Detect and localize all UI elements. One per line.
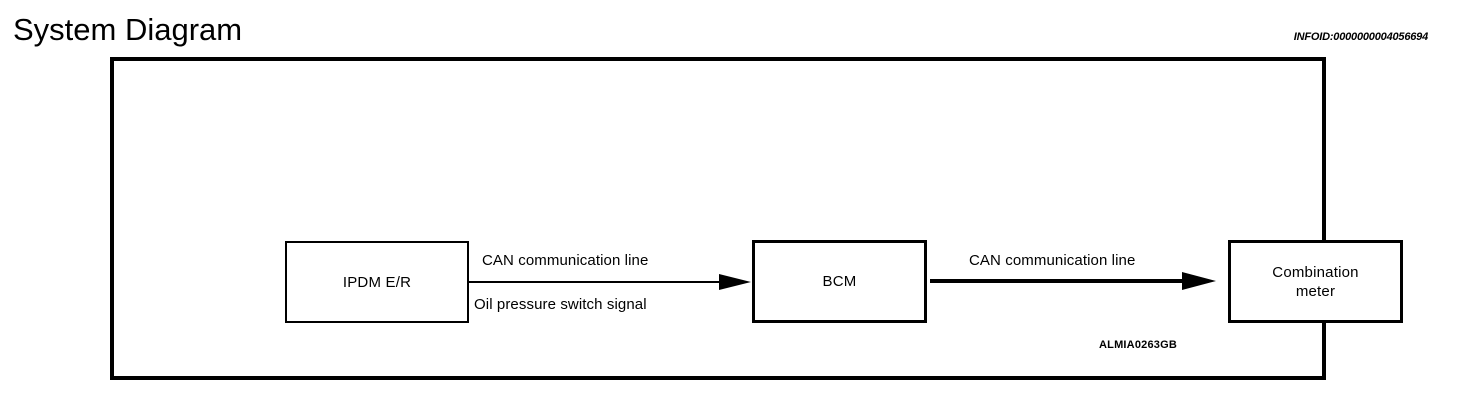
connector-bcm-to-meter-label-above: CAN communication line <box>969 252 1136 269</box>
connector-ipdm-to-bcm-label-above: CAN communication line <box>482 252 649 269</box>
connector-ipdm-to-bcm-arrowhead-icon <box>719 274 751 290</box>
block-combination-meter-label: Combination meter <box>1272 263 1359 300</box>
connector-bcm-to-meter-line <box>930 279 1196 283</box>
figure-id: ALMIA0263GB <box>1099 339 1177 351</box>
block-bcm: BCM <box>752 240 927 323</box>
page-title: System Diagram <box>13 12 243 47</box>
connector-ipdm-to-bcm-line <box>469 281 737 283</box>
block-ipdm-er: IPDM E/R <box>285 241 469 323</box>
diagram-frame: IPDM E/R BCM Combination meter CAN commu… <box>110 57 1403 380</box>
block-ipdm-er-label: IPDM E/R <box>342 273 412 291</box>
connector-bcm-to-meter-arrowhead-icon <box>1182 272 1216 290</box>
connector-ipdm-to-bcm-label-below: Oil pressure switch signal <box>474 296 647 313</box>
block-bcm-label: BCM <box>822 273 857 290</box>
block-combination-meter: Combination meter <box>1228 240 1403 323</box>
infoid-code: INFOID:0000000004056694 <box>1293 31 1428 43</box>
